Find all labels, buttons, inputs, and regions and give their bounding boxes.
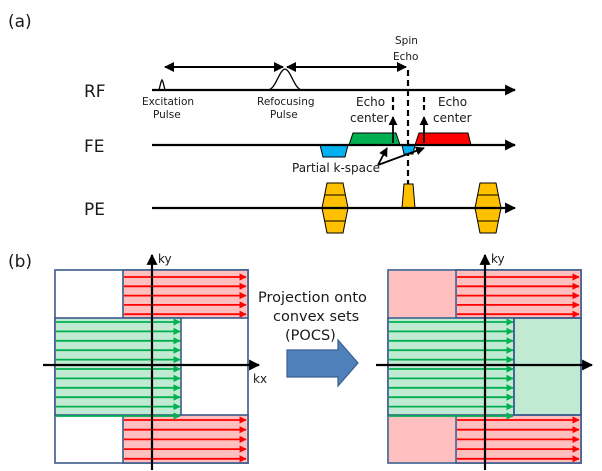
partial-kspace-pointer-right: [377, 146, 425, 166]
filled-region-bottom-left: [389, 416, 455, 462]
refocusing-label-2: Pulse: [270, 109, 298, 121]
green-sampled-center: [387, 317, 515, 416]
region-divider: [513, 317, 582, 416]
rf-label: RF: [84, 82, 106, 102]
echo-center-right-label-1: Echo: [438, 95, 467, 109]
excitation-label-2: Pulse: [153, 109, 181, 121]
kspace-reconstructed: ky: [376, 252, 594, 470]
excitation-label-1: Excitation: [142, 96, 194, 108]
refocusing-label-1: Refocusing: [257, 96, 315, 108]
spin-echo-label-1: Spin: [395, 35, 418, 47]
filled-region-top-left: [389, 271, 455, 317]
pe-blip: [401, 183, 416, 209]
echo-center-left-label-1: Echo: [356, 95, 385, 109]
echo-center-right-label-2: center: [433, 111, 472, 125]
spin-echo-label-2: Echo: [393, 51, 419, 63]
filled-region-right: [515, 319, 580, 414]
pocs-text-2: convex sets: [273, 309, 359, 325]
fe-label: FE: [84, 137, 105, 157]
panel-b-label: (b): [8, 252, 32, 272]
panel-a: (a) RF FE PE Excitation Pulse Refocusing…: [8, 12, 517, 234]
red-sampled-top: [455, 269, 582, 319]
partial-kspace-pointer-left: [377, 147, 388, 166]
pocs-arrow: [286, 338, 359, 388]
pocs-text-1: Projection onto: [258, 290, 367, 306]
pocs-text-3: (POCS): [285, 328, 336, 344]
echo-center-left-label-2: center: [350, 111, 389, 125]
refocusing-pulse: [267, 68, 303, 91]
ky-axis-label: ky: [158, 252, 172, 266]
excitation-pulse: [158, 78, 166, 91]
kx-axis-label: kx: [253, 372, 267, 386]
panel-b: (b) ky kx Projection onto convex sets (PO…: [8, 252, 594, 470]
kspace-sampled: ky kx: [43, 252, 267, 470]
fe-prephaser-lobe: [319, 144, 349, 158]
partial-kspace-label: Partial k-space: [292, 161, 380, 175]
green-sampled-center: [54, 317, 182, 416]
ky-axis-label: ky: [491, 252, 505, 266]
red-sampled-top: [122, 269, 249, 319]
panel-a-label: (a): [8, 12, 32, 32]
pe-label: PE: [84, 200, 105, 220]
